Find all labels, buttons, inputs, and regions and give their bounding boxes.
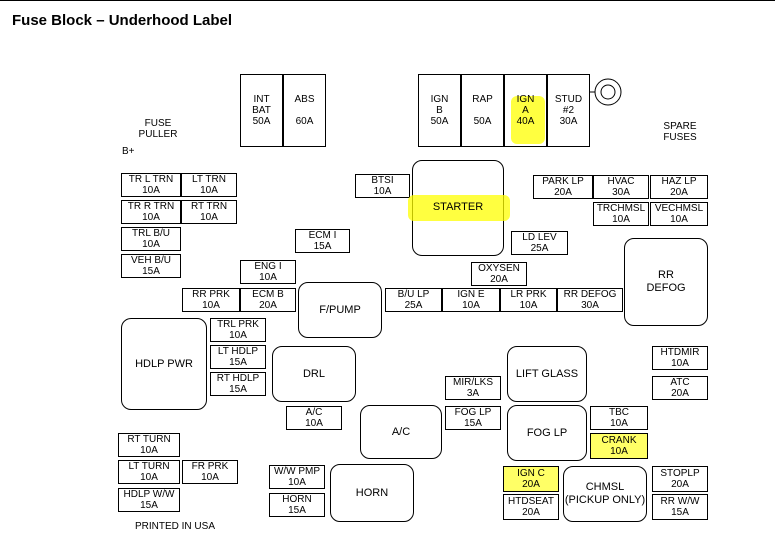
relay-f-pump: F/PUMP [298, 282, 382, 338]
fuse-htdseat: HTDSEAT 20A [503, 494, 559, 520]
relay-ac: A/C [360, 405, 442, 459]
relay-hdlp-pwr: HDLP PWR [121, 318, 207, 410]
fuse-hdlp-ww: HDLP W/W 15A [118, 488, 180, 512]
fuse-htdmir: HTDMIR 10A [652, 346, 708, 370]
relay-fog-lp: FOG LP [507, 405, 587, 461]
fuse-rt-turn: RT TURN 10A [118, 433, 180, 457]
fuse-puller-label: FUSE PULLER [138, 118, 178, 140]
fuse-lt-turn: LT TURN 10A [118, 460, 180, 484]
fuse-stoplp: STOPLP 20A [652, 466, 708, 492]
fuse-rr-defog: RR DEFOG 30A [557, 288, 623, 312]
fuse-rt-hdlp: RT HDLP 15A [210, 372, 266, 396]
fuse-btsi: BTSI 10A [355, 174, 410, 198]
relay-rr-defog: RR DEFOG [624, 238, 708, 326]
fuse-oxysen: OXYSEN 20A [471, 262, 527, 286]
fuse-tr-r-trn: TR R TRN 10A [121, 200, 181, 224]
fuse-park-lp: PARK LP 20A [533, 175, 593, 199]
relay-starter-label: STARTER [432, 201, 484, 213]
fuse-fog-lp: FOG LP 15A [445, 406, 501, 430]
top-border [0, 0, 775, 1]
fuse-ign-e: IGN E 10A [442, 288, 500, 312]
fuse-fr-prk: FR PRK 10A [182, 460, 238, 484]
fuse-horn: HORN 15A [269, 493, 325, 517]
stud-terminal-icon [590, 78, 622, 106]
fuse-ld-lev: LD LEV 25A [511, 231, 568, 255]
fuse-ecm-b: ECM B 20A [240, 288, 296, 312]
fuse-rt-trn: RT TRN 10A [181, 200, 237, 224]
starter-highlight [408, 195, 510, 221]
fuse-stud-2: STUD #2 30A [547, 74, 590, 147]
spare-fuses-label: SPARE FUSES [663, 121, 697, 143]
fuse-hvac: HVAC 30A [593, 175, 649, 199]
fuse-rap: RAP 50A [461, 74, 504, 147]
fuse-haz-lp: HAZ LP 20A [650, 175, 708, 199]
b-plus-label: B+ [122, 146, 135, 157]
fuse-bu-lp: B/U LP 25A [385, 288, 442, 312]
ign-a-highlight [511, 96, 545, 144]
relay-lift-glass: LIFT GLASS [507, 346, 587, 402]
relay-drl: DRL [272, 346, 356, 402]
fuse-ac: A/C 10A [286, 406, 342, 430]
relay-chmsl: CHMSL (PICKUP ONLY) [563, 466, 647, 522]
fuse-tbc: TBC 10A [590, 406, 648, 430]
fuse-ign-b: IGN B 50A [418, 74, 461, 147]
relay-horn: HORN [330, 464, 414, 522]
fuse-crank: CRANK 10A [590, 433, 648, 459]
fuse-int-bat: INT BAT 50A [240, 74, 283, 147]
fuse-trchmsl: TRCHMSL 10A [593, 202, 649, 226]
fuse-atc: ATC 20A [652, 376, 708, 400]
printed-in-usa-label: PRINTED IN USA [134, 521, 215, 532]
fuse-lt-hdlp: LT HDLP 15A [210, 345, 266, 369]
fuse-ign-c: IGN C 20A [503, 466, 559, 492]
fuse-lr-prk: LR PRK 10A [500, 288, 557, 312]
fuse-abs: ABS 60A [283, 74, 326, 147]
fuse-rr-ww: RR W/W 15A [652, 494, 708, 520]
fuse-tr-l-trn: TR L TRN 10A [121, 173, 181, 197]
fuse-eng-i: ENG I 10A [240, 260, 296, 284]
fuse-ww-pmp: W/W PMP 10A [269, 465, 325, 489]
fuse-ecm-i: ECM I 15A [295, 229, 350, 253]
fuse-mir-lks: MIR/LKS 3A [445, 376, 501, 400]
fuse-rr-prk: RR PRK 10A [182, 288, 240, 312]
fuse-lt-trn: LT TRN 10A [181, 173, 237, 197]
fuse-trl-bu: TRL B/U 10A [121, 227, 181, 251]
page-title: Fuse Block – Underhood Label [12, 12, 233, 29]
fuse-ign-a: IGN A 40A [504, 74, 547, 147]
fuse-vechmsl: VECHMSL 10A [650, 202, 708, 226]
fuse-veh-bu: VEH B/U 15A [121, 254, 181, 278]
fuse-trl-prk: TRL PRK 10A [210, 318, 266, 342]
